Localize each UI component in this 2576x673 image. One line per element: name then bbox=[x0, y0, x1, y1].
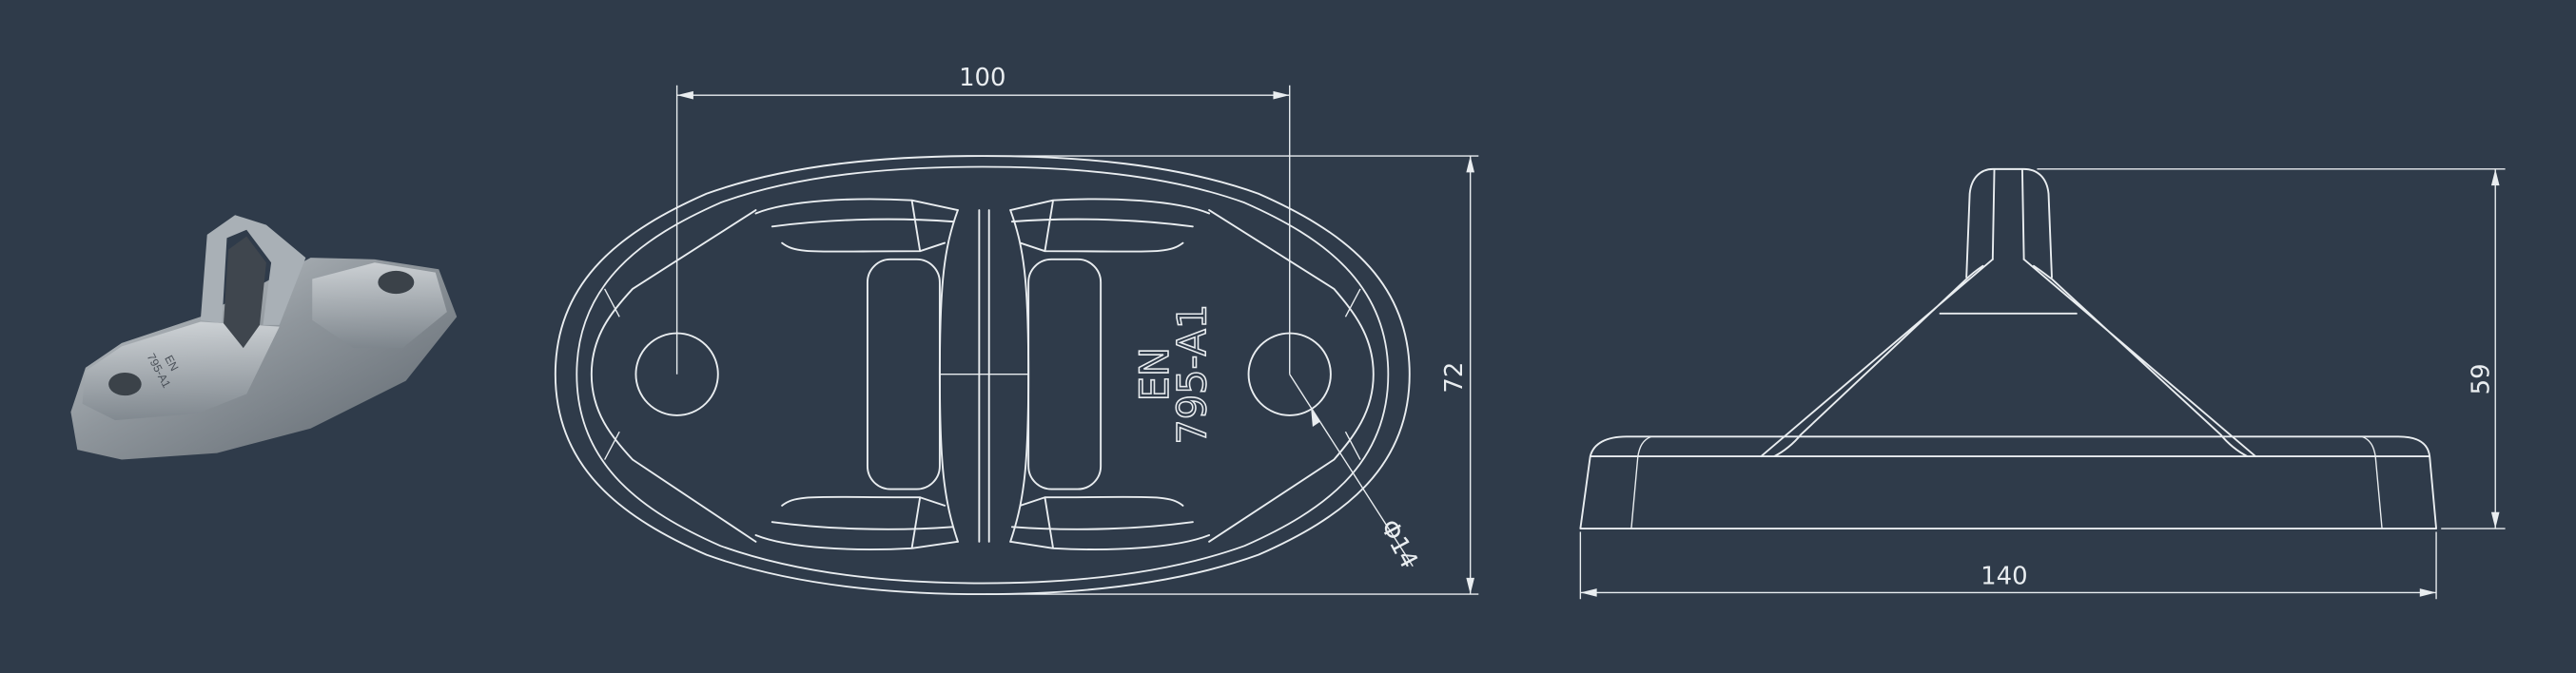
dim-diameter-label: Φ14 bbox=[1375, 515, 1424, 573]
dimension-hole-spacing: 100 bbox=[675, 64, 1291, 375]
dimension-hole-diameter: Φ14 bbox=[1289, 374, 1424, 573]
plate-top-contour bbox=[590, 209, 1375, 543]
outer-contour bbox=[554, 155, 1411, 596]
dimension-height: 59 bbox=[2037, 168, 2506, 529]
fin-legs bbox=[1760, 258, 2257, 458]
fillet-contour bbox=[576, 165, 1390, 585]
engraving-en: EN bbox=[1132, 347, 1178, 401]
dimension-length: 140 bbox=[1579, 531, 2437, 600]
dim-59-label: 59 bbox=[2467, 363, 2495, 394]
dim-140-label: 140 bbox=[1981, 563, 2027, 591]
center-rib-right bbox=[987, 209, 1030, 543]
dim-72-label: 72 bbox=[1440, 362, 1469, 394]
upper-ridges bbox=[754, 198, 1211, 253]
product-render: EN 795-A1 bbox=[70, 215, 458, 460]
top-view: EN 795-A1 100 72 Φ14 bbox=[554, 64, 1479, 596]
mount-hole-right bbox=[378, 270, 415, 295]
center-rib-left bbox=[938, 209, 981, 543]
chamfer-marks bbox=[604, 288, 1361, 460]
base-outline bbox=[1579, 435, 2438, 529]
eye-loop bbox=[200, 215, 306, 325]
slot-left bbox=[866, 258, 941, 490]
slot-right bbox=[1027, 258, 1103, 490]
mount-hole-left bbox=[108, 372, 142, 396]
dim-100-label: 100 bbox=[959, 64, 1005, 92]
eye-opening bbox=[224, 236, 266, 349]
base-tangent-lines bbox=[1630, 435, 2383, 529]
lower-ridges bbox=[754, 495, 1211, 550]
dimension-width: 72 bbox=[986, 155, 1479, 595]
engraving-code: 795-A1 bbox=[1170, 304, 1216, 445]
side-view: 140 59 bbox=[1579, 167, 2506, 600]
photo-engraving-en: EN bbox=[162, 353, 181, 373]
plate-top-face bbox=[82, 321, 280, 421]
fin-stem bbox=[1965, 167, 2053, 279]
